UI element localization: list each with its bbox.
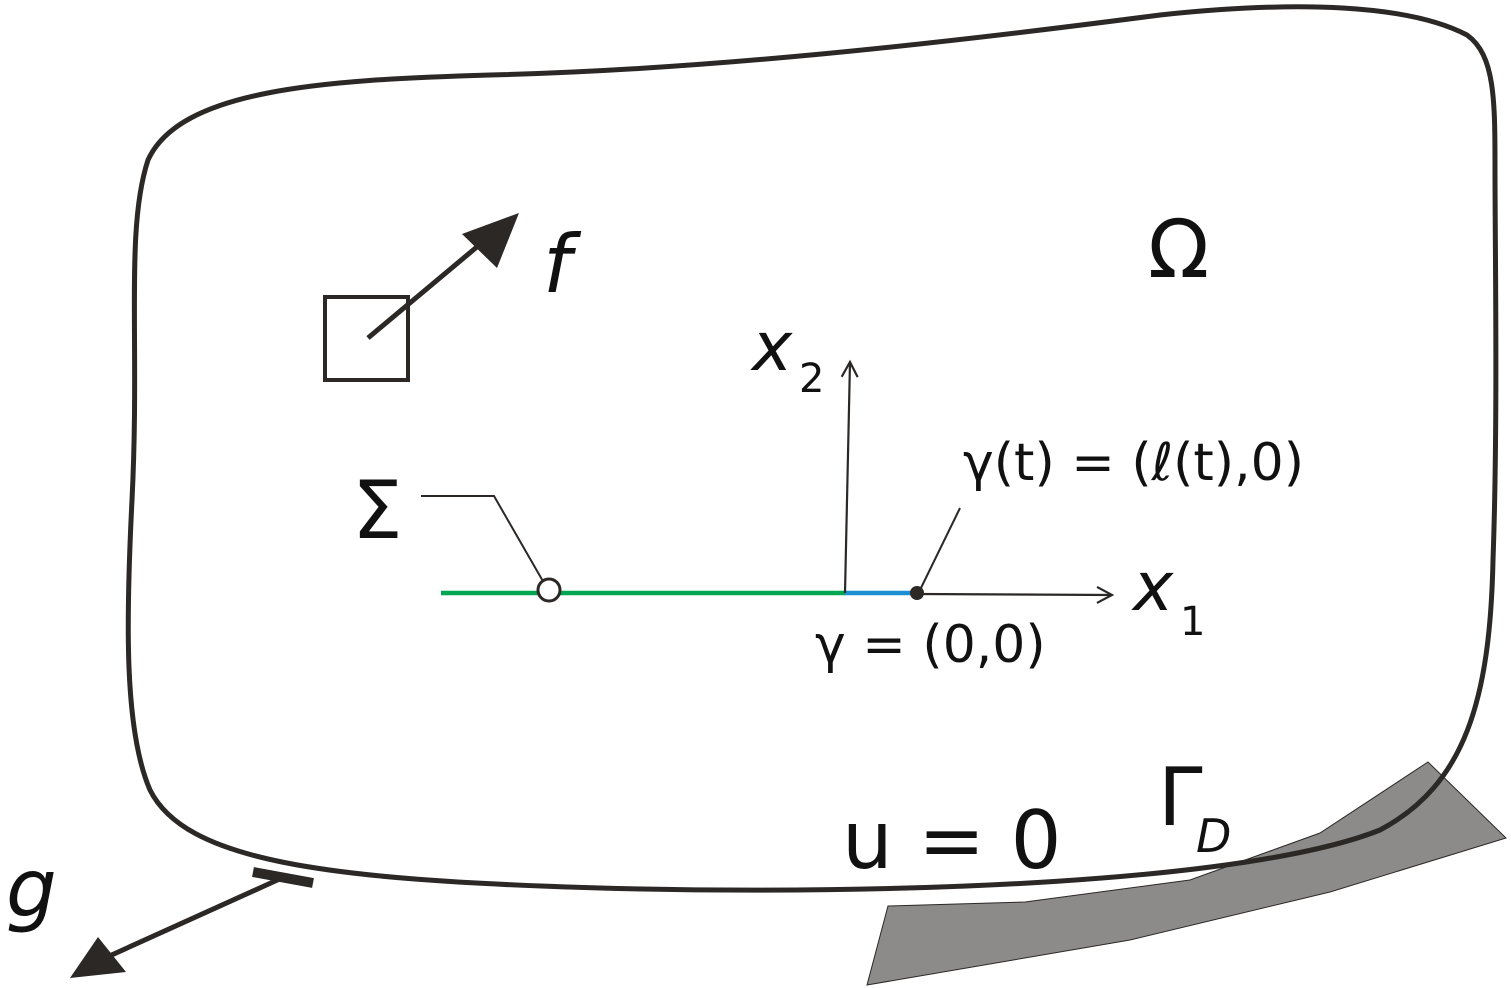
tip-origin-label: γ = (0,0) <box>815 615 1046 675</box>
x1-axis-label: x <box>1131 548 1174 627</box>
boundary-force-label: g <box>6 842 57 935</box>
fixed-support <box>866 761 1507 986</box>
dirichlet-boundary-subscript: D <box>1196 809 1231 863</box>
crack-tip-point <box>910 586 924 600</box>
dirichlet-boundary-label: Γ <box>1158 751 1203 844</box>
domain-label: Ω <box>1148 203 1209 296</box>
dirichlet-condition-label: u = 0 <box>842 794 1062 887</box>
tip-moving-label: γ(t) = (ℓ(t),0) <box>963 433 1304 493</box>
x1-axis <box>916 585 1115 604</box>
load-square <box>323 295 410 382</box>
traction-arrow-shaft <box>103 874 286 961</box>
force-arrowhead-icon <box>462 213 519 268</box>
crack-label: Σ <box>352 464 403 557</box>
x2-axis-label: x <box>750 308 793 387</box>
x2-axis-subscript: 2 <box>799 356 824 402</box>
x1-axis-subscript: 1 <box>1180 599 1205 645</box>
crack-marker-circle <box>536 577 562 603</box>
force-arrow-shaft <box>366 244 480 340</box>
traction-arrowhead-icon <box>70 937 126 978</box>
tip-leader-line <box>918 507 961 593</box>
crack-leader-line <box>421 495 545 584</box>
force-label: f <box>543 218 582 311</box>
domain-boundary <box>125 4 1499 893</box>
x2-axis <box>840 359 859 594</box>
